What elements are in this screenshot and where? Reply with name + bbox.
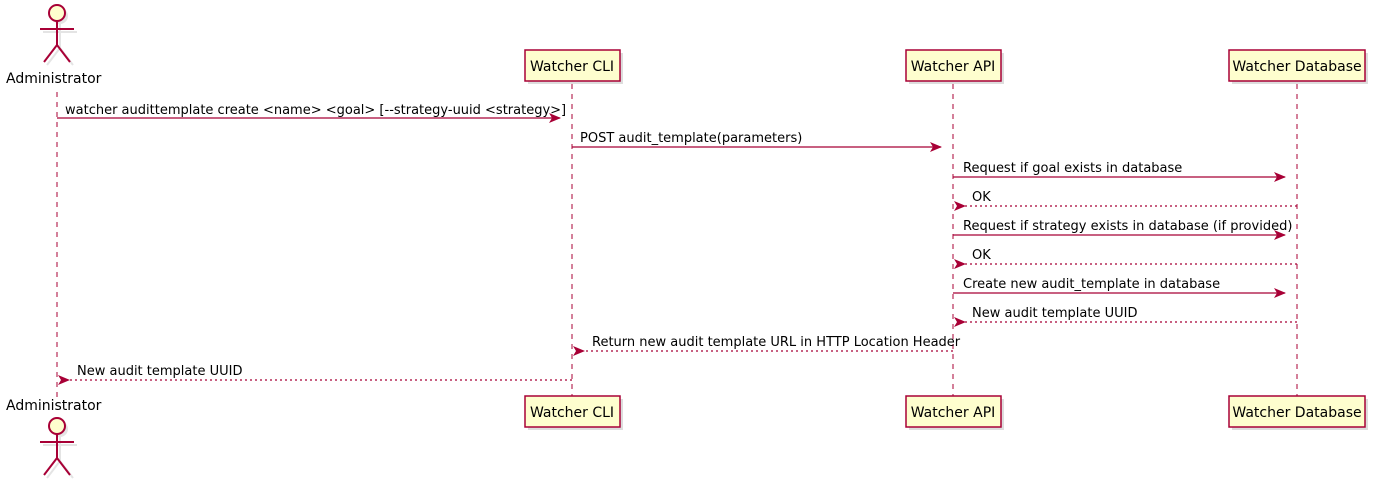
participant-label-api-top: Watcher API <box>911 59 996 75</box>
message-label-3: OK <box>972 190 991 205</box>
participant-box-db-bottom[interactable]: Watcher Database <box>1228 395 1368 430</box>
message-label-6: Create new audit_template in database <box>963 277 1220 292</box>
message-3: OK <box>954 190 1297 211</box>
message-9: New audit template UUID <box>58 364 572 385</box>
message-6: Create new audit_template in database <box>953 277 1286 298</box>
participant-label-cli-bottom: Watcher CLI <box>530 405 614 421</box>
participant-label-api-bottom: Watcher API <box>911 405 996 421</box>
actor-head-icon <box>48 4 66 22</box>
participant-box-api-top[interactable]: Watcher API <box>905 49 1004 84</box>
participant-box-rect[interactable] <box>1228 49 1366 82</box>
message-label-9: New audit template UUID <box>77 364 242 379</box>
actor-label-administrator-top: Administrator <box>6 71 102 87</box>
message-7: New audit template UUID <box>954 306 1297 327</box>
message-4: Request if strategy exists in database (… <box>953 219 1292 240</box>
participant-box-rect[interactable] <box>1228 395 1366 428</box>
participant-box-cli-bottom[interactable]: Watcher CLI <box>524 395 623 430</box>
participant-label-db-bottom: Watcher Database <box>1232 405 1361 421</box>
participant-box-api-bottom[interactable]: Watcher API <box>905 395 1004 430</box>
lifelines <box>56 84 1298 397</box>
actor-head-icon <box>48 417 66 435</box>
message-label-0: watcher audittemplate create <name> <goa… <box>65 103 566 118</box>
participant-box-rect[interactable] <box>524 395 621 428</box>
message-5: OK <box>954 248 1297 269</box>
message-label-7: New audit template UUID <box>972 306 1137 321</box>
message-2: Request if goal exists in database <box>953 161 1286 182</box>
message-label-1: POST audit_template(parameters) <box>580 131 802 146</box>
message-8: Return new audit template URL in HTTP Lo… <box>573 335 961 356</box>
actor-administrator-bottom: Administrator <box>6 398 102 479</box>
participant-label-db-top: Watcher Database <box>1232 59 1361 75</box>
message-label-5: OK <box>972 248 991 263</box>
actor-administrator-top: Administrator <box>6 4 102 87</box>
actor-label-administrator-bottom: Administrator <box>6 398 102 414</box>
participant-box-cli-top[interactable]: Watcher CLI <box>524 49 623 84</box>
message-label-8: Return new audit template URL in HTTP Lo… <box>592 335 961 350</box>
participant-box-rect[interactable] <box>905 395 1002 428</box>
participant-label-cli-top: Watcher CLI <box>530 59 614 75</box>
participant-box-rect[interactable] <box>905 49 1002 82</box>
message-1: POST audit_template(parameters) <box>572 131 942 152</box>
participant-box-db-top[interactable]: Watcher Database <box>1228 49 1368 84</box>
message-0: watcher audittemplate create <name> <goa… <box>57 103 566 123</box>
participant-box-rect[interactable] <box>524 49 621 82</box>
message-label-4: Request if strategy exists in database (… <box>963 219 1292 234</box>
message-label-2: Request if goal exists in database <box>963 161 1182 176</box>
